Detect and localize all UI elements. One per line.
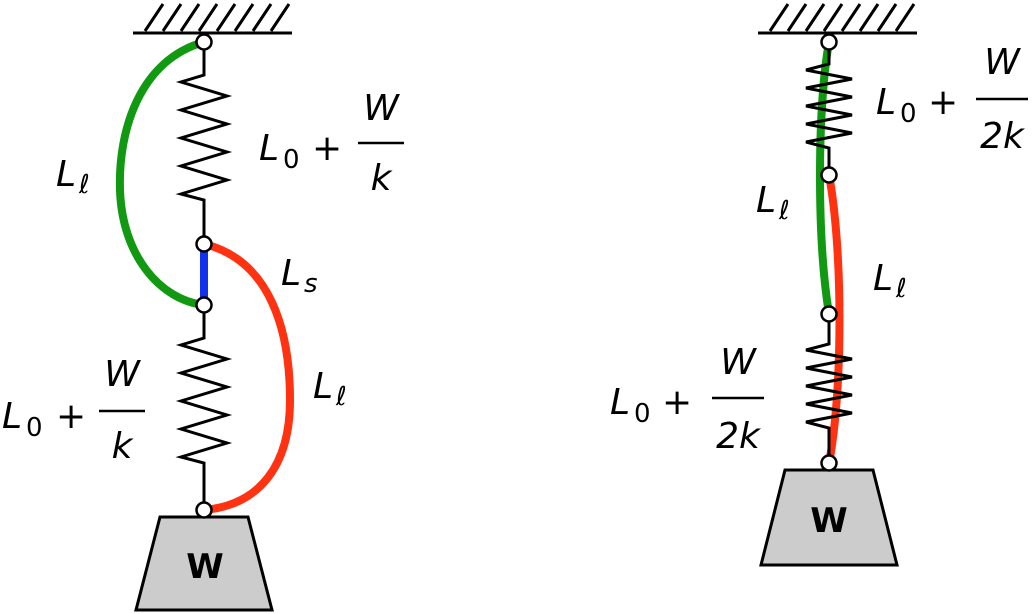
svg-text:ℓ: ℓ	[335, 382, 347, 412]
right-joint-bottom	[820, 454, 838, 472]
right-weight-label: W	[810, 501, 848, 541]
svg-text:+: +	[312, 128, 342, 169]
svg-text:L: L	[873, 258, 893, 299]
svg-text:0: 0	[900, 99, 917, 129]
left-diagram: W L 0 + W k L 0 + W k L ℓ L s	[2, 3, 404, 612]
right-joint-mid-upper	[820, 166, 838, 184]
svg-text:L: L	[876, 82, 896, 123]
right-upper-spring-label: L 0 + W 2k	[876, 42, 1028, 157]
svg-text:k: k	[371, 158, 394, 199]
svg-text:k: k	[112, 426, 135, 467]
svg-text:W: W	[984, 42, 1021, 83]
left-lower-spring	[175, 305, 233, 510]
right-joint-top	[820, 33, 838, 51]
right-weight	[759, 468, 899, 567]
right-green-string-label: L ℓ	[756, 180, 790, 226]
right-ceiling	[758, 3, 917, 35]
svg-text:L: L	[259, 128, 279, 169]
svg-text:2k: 2k	[716, 416, 762, 457]
right-lower-spring-label: L 0 + W 2k	[610, 342, 764, 457]
right-red-string-label: L ℓ	[873, 258, 907, 304]
left-upper-spring	[175, 42, 233, 244]
left-joint-bottom	[195, 501, 213, 519]
svg-text:+: +	[56, 396, 86, 437]
left-joint-mid-upper	[195, 235, 213, 253]
svg-text:+: +	[928, 82, 958, 123]
svg-text:ℓ: ℓ	[895, 274, 907, 304]
svg-text:L: L	[281, 253, 301, 294]
left-joint-mid-lower	[195, 296, 213, 314]
svg-text:W: W	[720, 342, 757, 383]
left-green-string	[115, 38, 208, 309]
right-diagram: W L 0 + W 2k L 0 + W 2k L ℓ L ℓ	[610, 3, 1028, 567]
left-ceiling	[133, 3, 292, 35]
svg-text:0: 0	[634, 399, 651, 429]
svg-text:ℓ: ℓ	[78, 170, 90, 200]
left-weight	[134, 515, 274, 612]
left-red-string	[200, 240, 295, 514]
left-weight-label: W	[186, 547, 224, 587]
right-lower-spring	[805, 314, 853, 463]
right-joint-mid-lower	[820, 305, 838, 323]
svg-text:L: L	[756, 180, 776, 221]
svg-text:0: 0	[26, 413, 43, 443]
right-green-string	[816, 38, 833, 318]
svg-text:s: s	[304, 269, 318, 299]
svg-text:+: +	[662, 382, 692, 423]
svg-text:W: W	[104, 354, 141, 395]
right-red-string	[825, 171, 844, 467]
svg-text:ℓ: ℓ	[778, 196, 790, 226]
svg-text:L: L	[610, 382, 630, 423]
left-lower-spring-label: L 0 + W k	[2, 354, 145, 467]
left-upper-spring-label: L 0 + W k	[259, 88, 404, 199]
svg-text:0: 0	[283, 145, 300, 175]
left-joint-top	[195, 33, 213, 51]
left-red-string-label: L ℓ	[313, 366, 347, 412]
svg-text:2k: 2k	[980, 116, 1026, 157]
svg-text:L: L	[313, 366, 333, 407]
svg-text:L: L	[56, 154, 76, 195]
svg-text:L: L	[2, 396, 22, 437]
svg-text:W: W	[363, 88, 400, 129]
left-green-string-label: L ℓ	[56, 154, 90, 200]
right-upper-spring	[805, 42, 853, 175]
left-blue-string-label: L s	[281, 253, 318, 299]
